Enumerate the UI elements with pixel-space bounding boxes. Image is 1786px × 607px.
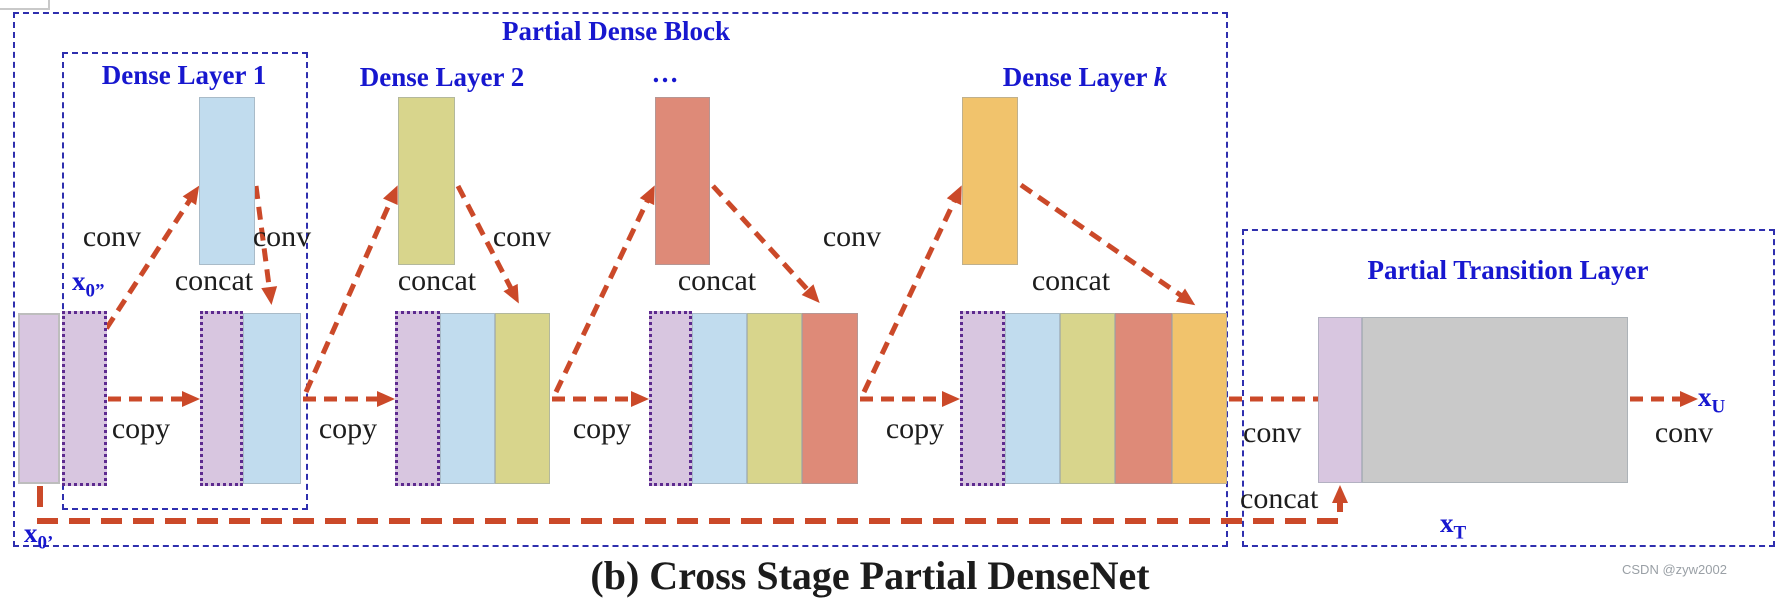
conv-label-2: conv: [252, 220, 312, 253]
group5-feat-strip4: [1172, 313, 1227, 484]
group2-feat-strip: [243, 313, 301, 484]
xU-label: xU: [1698, 382, 1726, 418]
transition-concat-label: concat: [1240, 482, 1319, 515]
group4-copy-strip: [649, 311, 692, 486]
transition-conv-label: conv: [1243, 416, 1302, 449]
dense-layer-ellipsis-label: …: [651, 58, 679, 88]
transition-output-block: [1362, 317, 1628, 483]
group4-feat-strip1: [692, 313, 747, 484]
x0-doubleprime-label: x0”: [72, 266, 105, 302]
conv-label-1: conv: [82, 220, 142, 253]
group3-feat-strip2: [495, 313, 550, 484]
partial-dense-block-box: [13, 12, 1228, 547]
conv-label-3: conv: [492, 220, 552, 253]
copy-label-3: copy: [572, 412, 632, 445]
dense-layer-n-conv-output: [655, 97, 710, 265]
conv-label-4: conv: [822, 220, 882, 253]
dense-layer-1-label: Dense Layer 1: [101, 60, 267, 90]
dense-layer-2-conv-output: [398, 97, 455, 265]
concat-label-1: concat: [174, 264, 254, 297]
group2-copy-strip: [200, 311, 243, 486]
group5-feat-strip3: [1115, 313, 1172, 484]
group4-feat-strip2: [747, 313, 802, 484]
group5-feat-strip2: [1060, 313, 1115, 484]
concat-label-3: concat: [677, 264, 757, 297]
dense-layer-2-label: Dense Layer 2: [359, 62, 525, 92]
x0-prime-label: x0’: [24, 518, 54, 554]
corner-artifact: [0, 0, 50, 10]
group5-copy-strip: [960, 311, 1005, 486]
group3-copy-strip: [395, 311, 440, 486]
dense-layer-k-conv-output: [962, 97, 1018, 265]
dense-layer-1-conv-output: [199, 97, 255, 265]
output-conv-label: conv: [1654, 416, 1714, 449]
group5-feat-strip1: [1005, 313, 1060, 484]
group3-feat-strip1: [440, 313, 495, 484]
concat-label-2: concat: [397, 264, 477, 297]
watermark: CSDN @zyw2002: [1622, 562, 1727, 577]
figure-caption: (b) Cross Stage Partial DenseNet: [590, 553, 1150, 598]
input-part2-block: [62, 311, 107, 486]
copy-label-2: copy: [318, 412, 378, 445]
transition-part-strip: [1318, 317, 1362, 483]
concat-label-4: concat: [1031, 264, 1111, 297]
partial-dense-block-title: Partial Dense Block: [502, 16, 730, 46]
xT-label: xT: [1440, 508, 1467, 544]
partial-transition-layer-box: [1242, 229, 1775, 547]
group4-feat-strip3: [802, 313, 858, 484]
copy-label-1: copy: [111, 412, 171, 445]
dense-layer-k-label: Dense Layer k: [1002, 62, 1168, 92]
partial-transition-layer-title: Partial Transition Layer: [1367, 255, 1649, 285]
copy-label-4: copy: [885, 412, 945, 445]
input-part1-block: [18, 313, 60, 484]
